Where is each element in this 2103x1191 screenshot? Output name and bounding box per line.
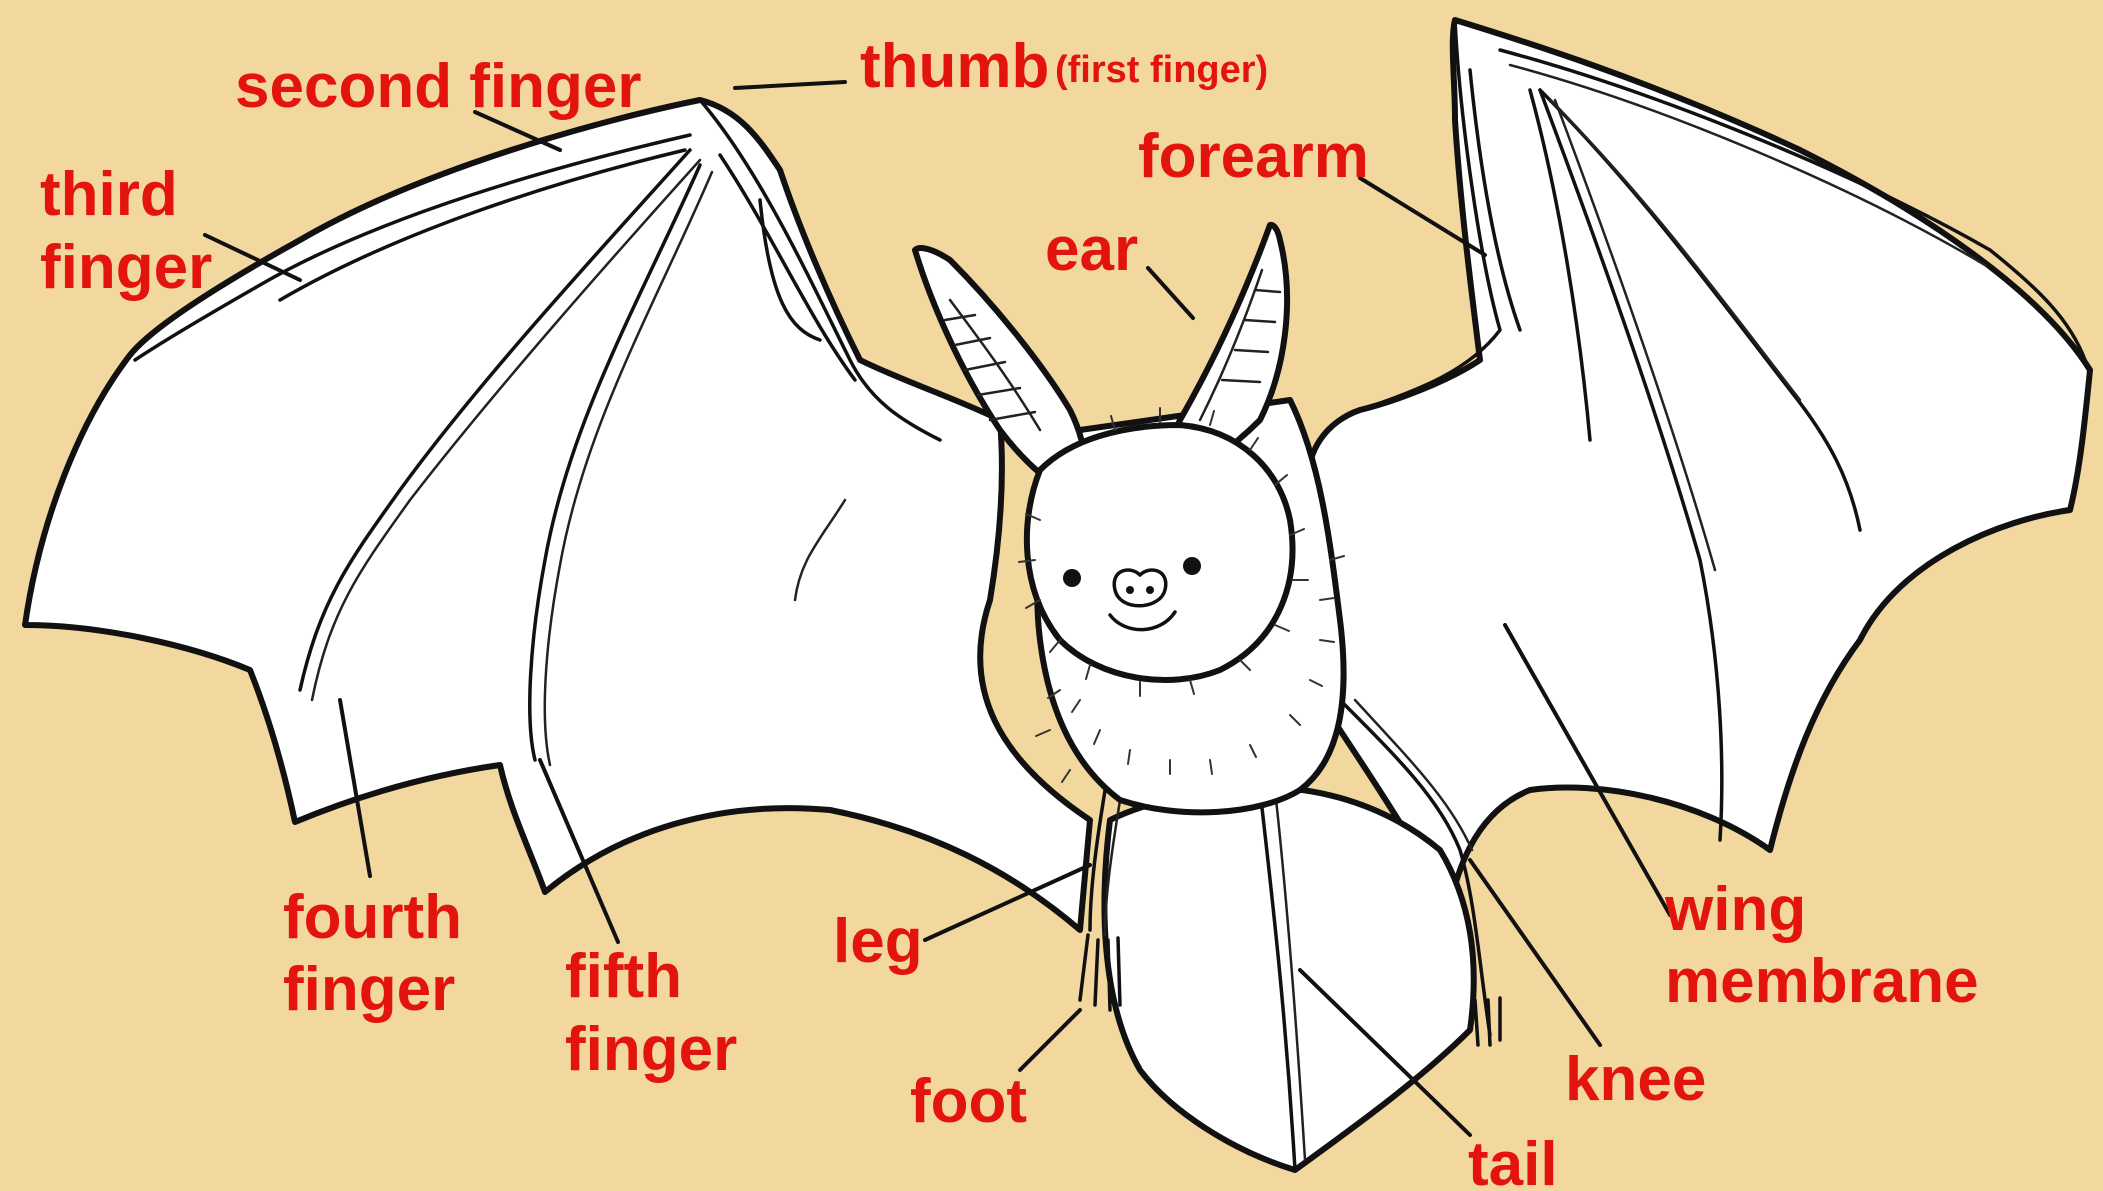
foot-leader	[1020, 1010, 1080, 1070]
ear-leader	[1148, 268, 1193, 318]
left-eye	[1063, 569, 1081, 587]
uropatagium	[1104, 788, 1473, 1171]
head	[1027, 425, 1293, 680]
label-thumb: thumb	[860, 32, 1049, 101]
label-forearm: forearm	[1138, 122, 1369, 191]
label-thumb-note: (first finger)	[1055, 49, 1268, 91]
label-leg: leg	[833, 907, 923, 976]
right-foot	[1475, 998, 1500, 1045]
label-fifth-finger-line2: finger	[565, 1015, 737, 1084]
label-knee: knee	[1565, 1045, 1706, 1114]
label-third-finger-line1: third	[40, 160, 178, 229]
label-foot: foot	[910, 1067, 1027, 1136]
thumb-leader	[735, 82, 845, 88]
label-wing-membrane-line2: membrane	[1665, 947, 1979, 1016]
label-ear: ear	[1045, 215, 1138, 284]
label-fifth-finger-line1: fifth	[565, 942, 682, 1011]
label-fourth-finger-line2: finger	[283, 955, 455, 1024]
right-eye	[1183, 557, 1201, 575]
label-second-finger: second finger	[235, 52, 642, 121]
label-wing-membrane-line1: wing	[1664, 875, 1806, 944]
label-tail: tail	[1468, 1130, 1558, 1191]
label-fourth-finger-line1: fourth	[283, 883, 462, 952]
label-third-finger-line2: finger	[40, 233, 212, 302]
